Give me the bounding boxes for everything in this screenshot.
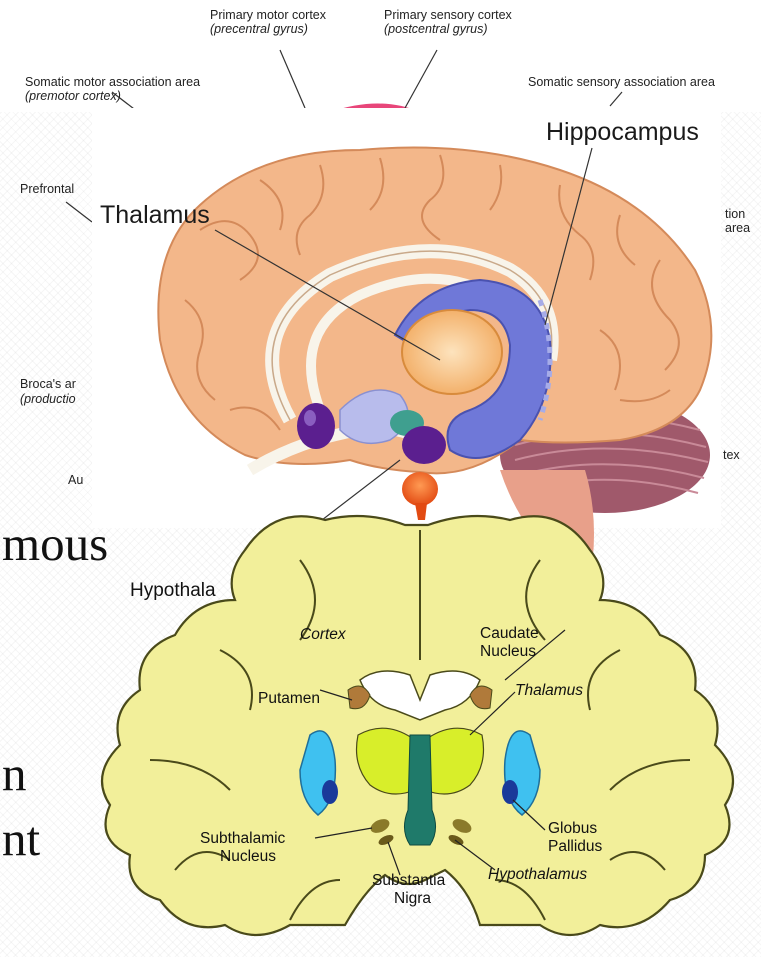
label-coronal-hypothalamus: Hypothalamus xyxy=(488,866,587,884)
label-subthalamic: Subthalamic xyxy=(200,830,285,848)
globus-pallidus-left xyxy=(322,780,338,804)
label-putamen: Putamen xyxy=(258,690,320,708)
label-hypothalamus: Hypothala xyxy=(130,580,216,602)
label-coronal-thalamus: Thalamus xyxy=(515,682,583,700)
label-coronal-cortex: Cortex xyxy=(300,626,346,644)
label-subthalamic-nucleus: Nucleus xyxy=(220,848,276,866)
label-substantia: Substantia xyxy=(372,872,445,890)
label-substantia-nigra: Nigra xyxy=(394,890,431,908)
label-globus-pallidus: Pallidus xyxy=(548,838,602,856)
label-caudate: Caudate xyxy=(480,625,539,643)
third-ventricle xyxy=(404,735,435,845)
label-globus: Globus xyxy=(548,820,597,838)
label-caudate-nucleus: Nucleus xyxy=(480,643,536,661)
globus-pallidus-right xyxy=(502,780,518,804)
